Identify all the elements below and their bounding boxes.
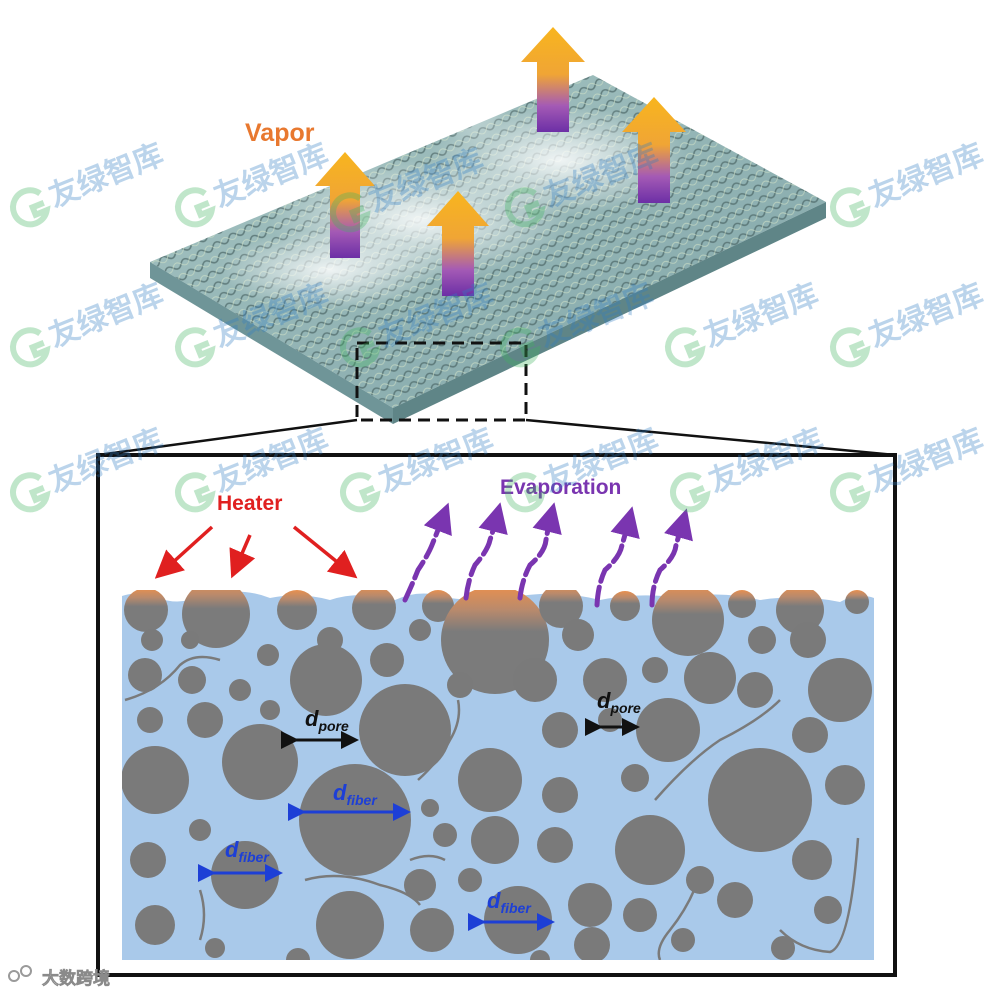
g-leaf-logo-icon	[830, 187, 871, 228]
g-leaf-logo-icon	[175, 327, 216, 368]
g-leaf-logo-icon	[505, 472, 546, 513]
d-symbol: d	[305, 706, 319, 731]
d-symbol: d	[225, 837, 239, 862]
zoom-line-right	[525, 418, 896, 457]
corner-watermark: 大数跨境	[8, 965, 110, 989]
zoom-line-left	[97, 418, 358, 457]
evaporation-arrow-icon	[517, 502, 562, 601]
d-symbol: d	[333, 780, 347, 805]
watermark-tile: 友绿智库	[10, 277, 168, 368]
watermark-text: 友绿智库	[44, 277, 168, 354]
fiber-subscript: fiber	[238, 849, 270, 865]
evaporation-label: Evaporation	[500, 476, 621, 499]
fiber-diameter-annotation: dfiber	[468, 888, 555, 931]
vapor-arrows	[315, 27, 686, 296]
watermark-tile: 友绿智库	[830, 277, 988, 368]
heater-label: Heater	[217, 492, 282, 515]
pore-subscript: pore	[609, 700, 641, 716]
heater-arrow-icon	[154, 525, 214, 579]
g-leaf-logo-icon	[175, 187, 216, 228]
vapor-arrow-icon	[622, 97, 686, 203]
heater-arrows	[154, 525, 358, 579]
g-leaf-logo-icon	[830, 327, 871, 368]
svg-text:dfiber: dfiber	[225, 837, 270, 865]
g-leaf-logo-icon	[340, 472, 381, 513]
svg-text:dfiber: dfiber	[333, 780, 378, 808]
svg-text:dpore: dpore	[305, 706, 349, 734]
g-leaf-logo-icon	[830, 472, 871, 513]
g-leaf-logo-icon	[340, 327, 381, 368]
watermark-tile: 友绿智库	[10, 137, 168, 228]
svg-text:dfiber: dfiber	[487, 888, 532, 916]
fiber-subscript: fiber	[500, 900, 532, 916]
d-symbol: d	[597, 688, 611, 713]
g-leaf-logo-icon	[505, 187, 546, 228]
watermark-tile: 友绿智库	[665, 277, 823, 368]
d-symbol: d	[487, 888, 501, 913]
g-leaf-logo-icon	[10, 327, 51, 368]
watermark-text: 友绿智库	[864, 277, 988, 354]
watermark-text: 友绿智库	[699, 277, 823, 354]
fiber-diameter-annotation: dfiber	[198, 837, 283, 882]
evaporation-arrow-icon	[463, 502, 508, 601]
pore-subscript: pore	[317, 718, 349, 734]
g-leaf-logo-icon	[10, 187, 51, 228]
fiber-cross-sections	[122, 590, 872, 960]
g-leaf-logo-icon	[10, 472, 51, 513]
g-leaf-logo-icon	[175, 472, 216, 513]
speech-bubble-icon	[20, 965, 32, 977]
watermark-text: 友绿智库	[864, 422, 988, 499]
g-leaf-logo-icon	[500, 327, 541, 368]
evaporation-arrows	[402, 502, 693, 608]
corner-watermark-text: 大数跨境	[42, 968, 110, 989]
g-leaf-logo-icon	[330, 192, 371, 233]
g-leaf-logo-icon	[665, 327, 706, 368]
watermark-text: 友绿智库	[864, 137, 988, 214]
evaporation-arrow-icon	[649, 508, 693, 608]
speech-bubble-icon	[8, 970, 20, 982]
pore-diameter-annotation: dpore	[281, 706, 359, 749]
svg-text:dpore: dpore	[597, 688, 641, 716]
vapor-label: Vapor	[245, 119, 315, 147]
heater-arrow-icon	[292, 525, 358, 579]
g-leaf-logo-icon	[670, 472, 711, 513]
heater-arrow-icon	[229, 534, 256, 579]
zoom-box	[355, 341, 528, 422]
evaporation-arrow-icon	[402, 502, 452, 603]
watermark-tile: 友绿智库	[830, 137, 988, 228]
fiber-diameter-annotation: dfiber	[288, 780, 411, 821]
evaporation-arrow-icon	[594, 506, 640, 608]
pore-diameter-annotation: dpore	[585, 688, 641, 736]
fiber-subscript: fiber	[346, 792, 378, 808]
vapor-arrow-icon	[315, 152, 375, 258]
watermark-text: 友绿智库	[44, 137, 168, 214]
vapor-arrow-icon	[427, 191, 489, 296]
vapor-arrow-icon	[521, 27, 585, 132]
